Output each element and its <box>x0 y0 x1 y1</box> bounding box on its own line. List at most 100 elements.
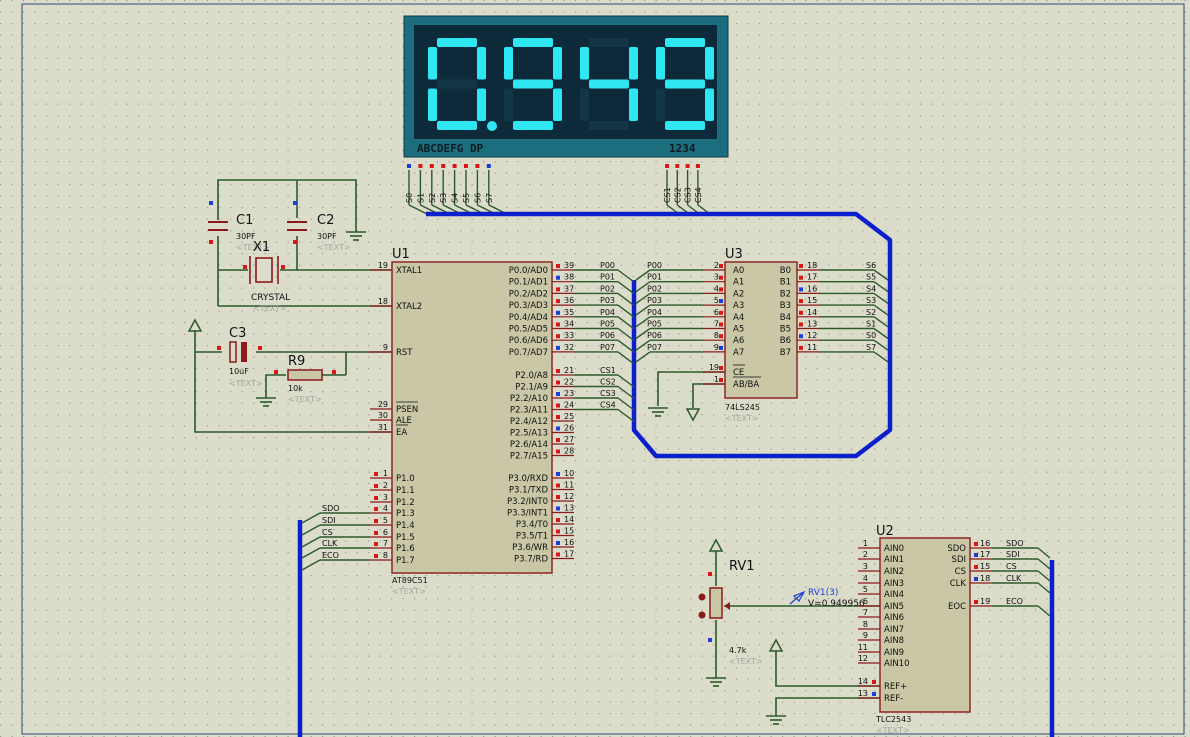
u1-pin-num: 3 <box>383 493 388 502</box>
display-pin-label: CS1 <box>663 187 672 203</box>
u1-pin-num: 11 <box>564 481 574 490</box>
x1-ref: X1 <box>253 240 270 255</box>
pin-marker <box>974 565 978 569</box>
u3-net-label: S7 <box>866 343 876 352</box>
sheet-border <box>21 3 1185 735</box>
segment-e <box>504 88 513 121</box>
u3-pin-num: 9 <box>714 343 719 352</box>
u2-pin-num: 13 <box>858 689 868 698</box>
u1-pin-name: P0.4/AD4 <box>509 313 548 323</box>
segment-e <box>428 88 437 121</box>
capacitor-c1[interactable]: C1 30PF <TEXT> <box>208 201 270 252</box>
u1-pin-name: P1.2 <box>396 498 415 508</box>
u1-net-label: P00 <box>600 261 615 270</box>
pin-marker <box>556 275 560 280</box>
u1-net-label: P01 <box>600 273 615 282</box>
u3-bus-entry <box>873 269 889 281</box>
u1-pin-name: P3.4/T0 <box>516 520 548 530</box>
u2-net-label: ECO <box>1006 597 1023 606</box>
u2-pin-name: AIN7 <box>884 625 904 635</box>
u2-bus-entry <box>1037 570 1051 582</box>
display-pin-label: S6 <box>473 193 482 203</box>
u1-pin-num: 2 <box>383 481 388 490</box>
u1-pin-num: 17 <box>564 550 574 559</box>
u2-bus-entry <box>1037 547 1051 559</box>
crystal-x1[interactable]: X1 CRYSTAL <TEXT> <box>243 240 290 313</box>
pin-marker <box>556 380 560 385</box>
u2-text: <TEXT> <box>876 726 910 735</box>
u3-ref: U3 <box>725 247 743 262</box>
pin-marker <box>374 507 378 511</box>
u3-bus-entry <box>635 316 651 328</box>
u1-pin-num: 36 <box>564 296 574 305</box>
c2-text: <TEXT> <box>317 243 351 252</box>
u1-pin-num: 26 <box>564 424 574 433</box>
voltage-probe[interactable]: RV1(3) V=0.949956 <box>789 588 865 609</box>
pin-marker <box>556 264 560 268</box>
pin-marker <box>799 345 803 350</box>
u2-pin-name: AIN0 <box>884 544 904 554</box>
capacitor-c3[interactable]: C3 10uF <TEXT> <box>217 326 263 388</box>
u3-pin-num: 1 <box>714 375 719 384</box>
u1-net-label: CS1 <box>600 366 616 375</box>
u3-net-label: P05 <box>647 320 662 329</box>
u2-pin-name: AIN1 <box>884 555 904 565</box>
u1-bus-entry <box>617 385 635 400</box>
u1-pin-name: P1.7 <box>396 556 415 566</box>
display-pin-square <box>475 164 480 168</box>
pin-marker <box>719 287 723 292</box>
pin-marker <box>556 403 560 408</box>
u2-bus-entry <box>1037 558 1051 570</box>
pin-marker <box>374 531 378 535</box>
segment-f <box>656 47 665 80</box>
display-digit <box>656 38 714 130</box>
x1-value: CRYSTAL <box>251 293 290 303</box>
u3-pin-name: A7 <box>733 348 744 358</box>
u3-net-label: S3 <box>866 296 876 305</box>
u2-pin-num: 11 <box>858 643 868 652</box>
u3-pin-num: 12 <box>807 331 817 340</box>
u1-net-label: P03 <box>600 296 615 305</box>
u3-bus-entry <box>873 316 889 328</box>
u1-pin-num: 21 <box>564 366 574 375</box>
u1-pin-name: P1.6 <box>396 544 415 554</box>
u1-p1-net-label: SDI <box>322 516 336 525</box>
u2-pin-name: AIN6 <box>884 613 904 623</box>
u1-pin-name: P2.7/A15 <box>510 452 548 462</box>
u1-pin-num: 7 <box>383 539 388 548</box>
display-pin-square <box>486 164 491 168</box>
u3-pin-num: 7 <box>714 320 719 329</box>
u1-pin-num: 8 <box>383 551 388 560</box>
u1-pin-name: P2.2/A10 <box>510 394 548 404</box>
pin-marker <box>556 345 560 350</box>
display-pin-label: CS4 <box>694 187 703 203</box>
pin-marker <box>719 322 723 327</box>
display-digit <box>504 38 562 130</box>
pin-marker <box>556 529 560 534</box>
resistor-r9[interactable]: R9 10k <TEXT> <box>274 354 336 404</box>
u1-pin-name: P0.7/AD7 <box>509 348 548 358</box>
u3-pin-num: 13 <box>807 320 817 329</box>
probe-value: V=0.949956 <box>808 599 865 609</box>
u3-74ls245[interactable]: U374LS245<TEXT>2A0P003A1P014A2P025A3P036… <box>635 247 889 423</box>
u1-pin-num: 27 <box>564 435 574 444</box>
capacitor-c2[interactable]: C2 30PF <TEXT> <box>287 201 351 252</box>
pin-marker <box>556 472 560 476</box>
pin-marker <box>556 483 560 488</box>
display-pin-label: CS3 <box>684 187 693 203</box>
u2-pin-num: 9 <box>863 631 868 640</box>
u1-at89c51[interactable]: U1AT89C51<TEXT>19XTAL118XTAL29RST29PSEN3… <box>301 247 635 596</box>
display-digit <box>428 38 497 131</box>
u2-net-label: CS <box>1006 562 1017 571</box>
pin-marker <box>374 472 378 476</box>
u2-tlc2543[interactable]: U2TLC2543<TEXT>1AIN02AIN13AIN24AIN35AIN4… <box>858 524 1051 735</box>
u3-pin-num: 6 <box>714 308 719 317</box>
ground-arrow-u3 <box>685 408 701 422</box>
potentiometer-rv1[interactable]: RV1 4.7k <TEXT> <box>698 538 763 666</box>
u1-pin-num: 32 <box>564 343 574 352</box>
u2-pin-name: SDO <box>947 544 966 554</box>
u1-pin-name: P3.6/WR <box>512 543 548 553</box>
pin-marker <box>872 692 876 696</box>
